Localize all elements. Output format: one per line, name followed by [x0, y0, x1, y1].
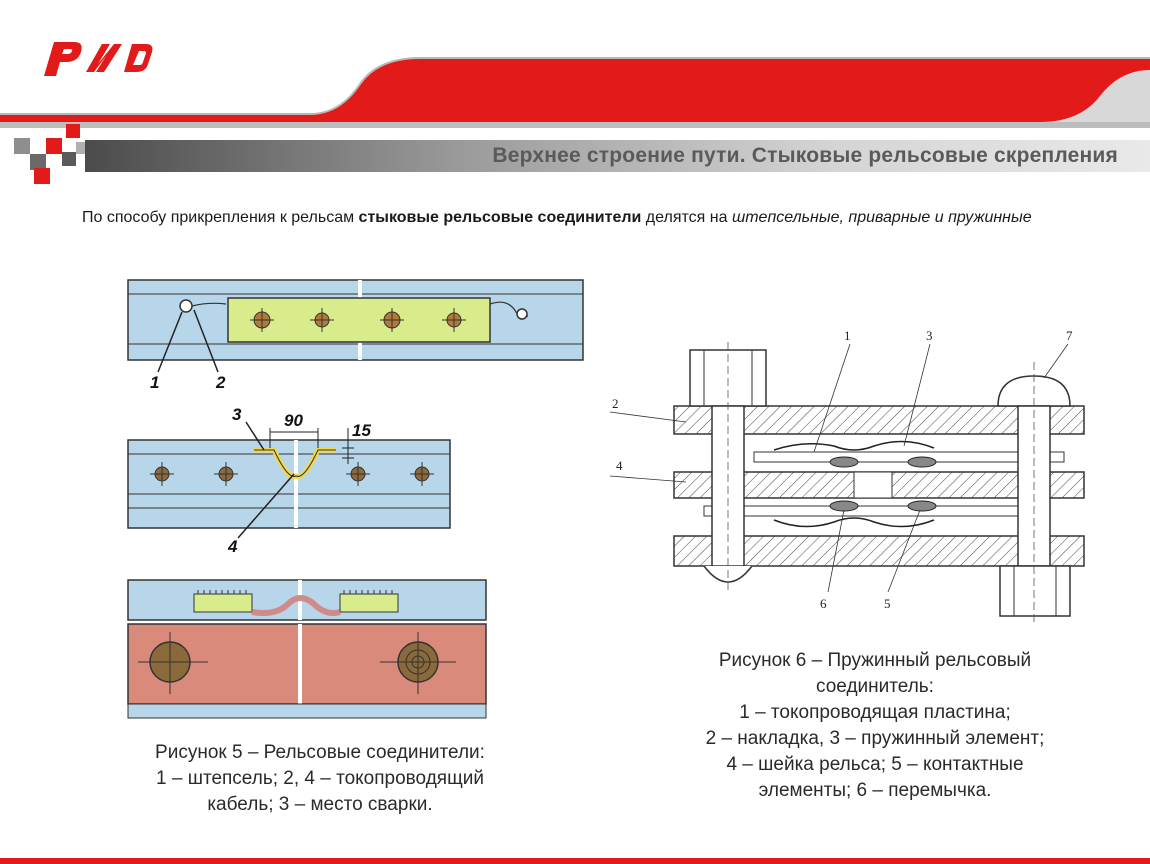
page-title: Верхнее строение пути. Стыковые рельсовы… [492, 144, 1118, 167]
fig6-label-4: 4 [616, 458, 623, 473]
fig6-caption-line-6: элементы; 6 – перемычка. [758, 780, 992, 801]
title-bar [85, 140, 1150, 172]
fig6-caption-line-2: соединитель: [816, 676, 934, 697]
figure-6-caption: Рисунок 6 – Пружинный рельсовый соединит… [640, 648, 1110, 804]
fig5-label-3: 3 [232, 405, 242, 424]
fig5-label-1: 1 [150, 373, 159, 392]
intro-bold: стыковые рельсовые соединители [358, 209, 642, 226]
fig5-caption-line-1: Рисунок 5 – Рельсовые соединители: [155, 742, 485, 763]
fig6-label-5: 5 [884, 596, 891, 611]
fig5-dim-90: 90 [284, 411, 303, 430]
fig5-panel-welded: 90 15 3 4 [127, 405, 451, 556]
fig5-label-4: 4 [227, 537, 238, 556]
intro-italic: штепсельные, приварные и пружинные [731, 209, 1032, 226]
fig6-label-7: 7 [1066, 328, 1073, 343]
fig5-panel-plug: 1 2 [127, 279, 584, 392]
intro-text-1: По способу прикрепления к рельсам [82, 209, 359, 226]
figure-5-drawing: 1 2 90 15 3 4 [118, 268, 596, 730]
fig5-caption-line-2: 1 – штепсель; 2, 4 – токопроводящий [156, 768, 484, 789]
bottom-red-line [0, 858, 1150, 864]
fig5-dim-15: 15 [352, 421, 371, 440]
fig6-caption-line-3: 1 – токопроводящая пластина; [739, 702, 1011, 723]
figure-5-caption: Рисунок 5 – Рельсовые соединители: 1 – ш… [100, 740, 540, 818]
fig6-caption-line-4: 2 – накладка, 3 – пружинный элемент; [705, 728, 1045, 749]
fig5-panel-plate [127, 579, 487, 719]
intro-paragraph: По способу прикрепления к рельсам стыков… [42, 207, 1117, 229]
header-band [0, 57, 1150, 128]
fig6-label-3: 3 [926, 328, 933, 343]
fig6-caption-line-5: 4 – шейка рельса; 5 – контактные [726, 754, 1024, 775]
decorative-squares [14, 124, 88, 184]
intro-text-2: делятся на [641, 209, 732, 226]
rzd-logo [44, 42, 153, 76]
fig6-caption-line-1: Рисунок 6 – Пружинный рельсовый [718, 650, 1032, 671]
fig5-label-2: 2 [215, 373, 226, 392]
fig6-label-6: 6 [820, 596, 827, 611]
fig5-caption-line-3: кабель; 3 – место сварки. [207, 794, 433, 815]
fig6-label-1: 1 [844, 328, 851, 343]
fig6-label-2: 2 [612, 396, 619, 411]
figure-6-drawing: 2 4 1 3 7 6 5 [604, 322, 1112, 628]
